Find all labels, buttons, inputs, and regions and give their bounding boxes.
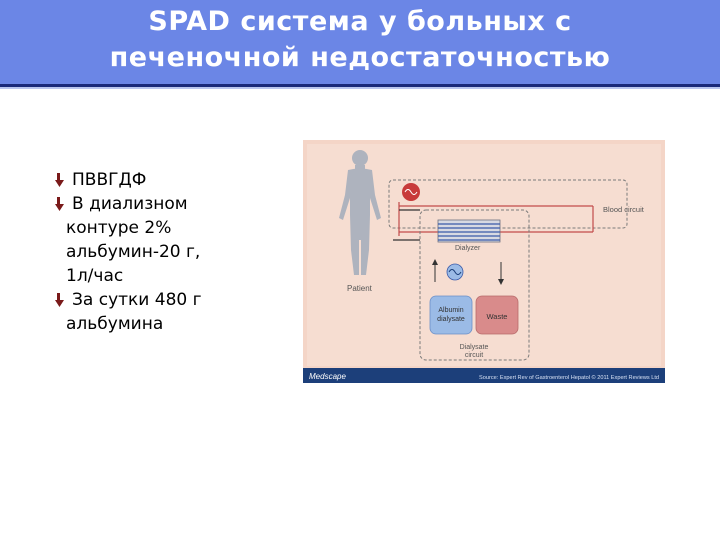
albumin-dialysate-label: dialysate <box>437 316 465 323</box>
arrow-bullet-icon <box>55 197 64 211</box>
bullet-line: В диализном <box>72 194 188 214</box>
slide-title-line-1: SPAD система у больных с <box>148 6 572 37</box>
blood-circuit-boundary <box>388 179 628 229</box>
patient-label: Patient <box>347 284 373 293</box>
title-underline <box>0 84 720 87</box>
bullet-list: ПВВГДФ В диализном контуре 2% альбумин-2… <box>52 168 252 336</box>
spad-circuit-diagram: Patient Blood circuit Dialyzer <box>303 140 665 383</box>
bullet-line: альбумина <box>66 314 164 334</box>
bullet-line: контуре 2% <box>66 218 172 238</box>
bullet-line: ПВВГДФ <box>72 170 147 190</box>
figure-source-text: Source: Expert Rev of Gastroenterol Hepa… <box>479 374 659 381</box>
title-underline-light <box>0 87 720 89</box>
waste-box <box>475 295 519 335</box>
dialysate-circuit-boundary <box>419 209 530 361</box>
bullet-line: 1л/час <box>66 266 124 286</box>
patient-figure <box>339 150 381 275</box>
waste-label: Waste <box>487 312 508 321</box>
dialysate-pump-icon <box>446 263 464 281</box>
dialysate-circuit-label: Dialysate <box>460 344 489 351</box>
medscape-logo: Medscape <box>309 372 346 381</box>
albumin-dialysate-label: Albumin <box>438 307 463 314</box>
up-arrow-icon <box>432 259 438 282</box>
bullet-item: ПВВГДФ <box>52 168 252 192</box>
bullet-item: За сутки 480 г альбумина <box>52 288 252 336</box>
figure-footer <box>303 368 665 383</box>
bullet-line: альбумин-20 г, <box>66 242 201 262</box>
dialysate-circuit-label: circuit <box>465 352 483 359</box>
slide-title-line-2: печеночной недостаточностью <box>109 42 611 73</box>
down-arrow-icon <box>498 262 504 285</box>
title-bar: SPAD система у больных с печеночной недо… <box>0 0 720 84</box>
arrow-bullet-icon <box>55 293 64 307</box>
bullet-item: В диализном контуре 2% альбумин-20 г, 1л… <box>52 192 252 288</box>
albumin-dialysate-box <box>429 295 473 335</box>
blood-circuit-label: Blood circuit <box>603 205 645 214</box>
dialyzer <box>437 219 501 243</box>
blood-pump-icon <box>402 183 420 201</box>
bullet-line: За сутки 480 г <box>72 290 202 310</box>
arrow-bullet-icon <box>55 173 64 187</box>
dialyzer-label: Dialyzer <box>455 245 481 252</box>
